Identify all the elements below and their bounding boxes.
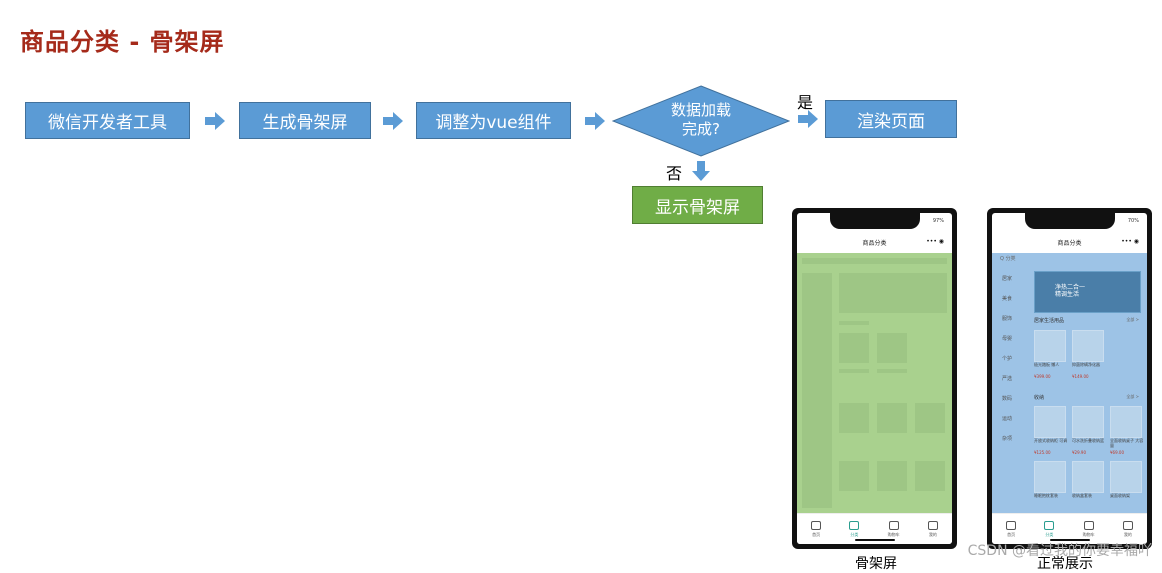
phone-normal: 70% 商品分类 ••• ◉ Q 分类 居家 美食 服饰 母婴 个护 严选 数码… [987,208,1152,549]
skeleton-overlay [797,253,952,514]
sidebar-item[interactable]: 数码 [1002,396,1013,402]
tab-mine[interactable]: 我的 [1122,520,1133,538]
battery-status: 70% [1127,218,1139,224]
watermark: CSDN @看过我的你要幸福吖 [967,543,1152,559]
step-vue-component: 调整为vue组件 [416,102,571,139]
sidebar-item[interactable]: 严选 [1002,376,1013,382]
product-image[interactable] [1110,461,1142,493]
product-name: 开放式收纳柜 可调 [1034,438,1068,443]
arrow-right-icon [383,112,403,130]
decision-diamond [612,85,790,157]
home-indicator [1049,539,1090,541]
section-title: 收纳 [1034,395,1045,401]
product-image[interactable] [1072,461,1104,493]
search-bar[interactable]: Q 分类 [1000,256,1016,262]
section-more-link[interactable]: 全部 > [1126,317,1139,322]
sidebar-item[interactable]: 母婴 [1002,336,1013,342]
product-name: 全面收纳桌子 大容量 [1110,438,1144,448]
step-render-page: 渲染页面 [825,100,957,138]
step-render-page-label: 渲染页面 [857,111,925,132]
phone-skeleton: 97% 商品分类 ••• ◉ 首页 分类 购物车 我的 [792,208,957,549]
step-wechat-devtools-label: 微信开发者工具 [48,113,167,133]
product-price: ¥399.00 [1034,374,1051,379]
product-image[interactable] [1034,406,1066,438]
product-price: ¥29.90 [1072,450,1086,455]
decision-line2: 完成? [682,120,720,138]
product-price: ¥125.00 [1034,450,1051,455]
product-price: ¥149.00 [1072,374,1089,379]
banner-text: 净热二合一精调生活 [1055,284,1086,298]
nav-title: 商品分类 [862,239,887,247]
tab-bar: 首页 分类 购物车 我的 [992,513,1147,544]
cart-icon [1083,520,1094,530]
section-title: 居家生活用品 [1034,318,1065,324]
no-label: 否 [666,164,683,183]
cart-icon [888,520,899,530]
phone-skeleton-screen: 97% 商品分类 ••• ◉ 首页 分类 购物车 我的 [797,213,952,544]
phone-normal-screen: 70% 商品分类 ••• ◉ Q 分类 居家 美食 服饰 母婴 个护 严选 数码… [992,213,1147,544]
tab-bar: 首页 分类 购物车 我的 [797,513,952,544]
tab-mine[interactable]: 我的 [927,520,938,538]
section-more-link[interactable]: 全部 > [1126,394,1139,399]
sidebar-item[interactable]: 运动 [1002,416,1013,422]
step-vue-component-label: 调整为vue组件 [435,113,552,133]
tab-category[interactable]: 分类 [1044,520,1055,538]
step-generate-skeleton-label: 生成骨架屏 [262,113,348,133]
banner-image[interactable]: 净热二合一精调生活 [1034,271,1141,313]
tab-home[interactable]: 首页 [1006,520,1017,538]
product-name: 可水洗折叠收纳篮 [1072,438,1104,443]
product-name: 桌面收纳架 [1110,493,1130,498]
home-icon [811,520,822,530]
step-wechat-devtools: 微信开发者工具 [25,102,190,139]
product-image[interactable] [1034,461,1066,493]
user-icon [927,520,938,530]
battery-status: 97% [932,218,944,224]
product-name: 极光踏板 懒人 [1034,362,1060,367]
product-name: 睡眠抱枕套装 [1034,493,1058,498]
nav-title: 商品分类 [1057,239,1082,247]
more-icon[interactable]: ••• ◉ [926,238,944,245]
normal-caption: 正常展示 [1037,556,1093,572]
product-image[interactable] [1072,406,1104,438]
skeleton-caption: 骨架屏 [855,556,897,572]
sidebar-item[interactable]: 个护 [1002,356,1013,362]
product-image[interactable] [1034,330,1066,362]
category-icon [849,520,860,530]
phone-notch [829,213,920,229]
sidebar-item[interactable]: 居家 [1002,276,1013,282]
step-show-skeleton-label: 显示骨架屏 [655,197,740,218]
product-name: 抑菌除螨净化器 [1072,362,1100,367]
arrow-right-icon [585,112,605,130]
arrow-down-icon [692,161,710,181]
tab-cart[interactable]: 购物车 [888,520,900,538]
tab-home[interactable]: 首页 [811,520,822,538]
arrow-right-icon [205,112,225,130]
decision-text: 数据加载 完成? [612,101,790,139]
product-name: 收纳盒套装 [1072,493,1092,498]
product-image[interactable] [1110,406,1142,438]
yes-label: 是 [797,93,814,112]
home-icon [1006,520,1017,530]
user-icon [1122,520,1133,530]
step-generate-skeleton: 生成骨架屏 [239,102,371,139]
page-title: 商品分类 - 骨架屏 [20,28,225,56]
more-icon[interactable]: ••• ◉ [1121,238,1139,245]
home-indicator [854,539,895,541]
product-price: ¥69.00 [1110,450,1124,455]
phone-notch [1024,213,1115,229]
tab-cart[interactable]: 购物车 [1083,520,1095,538]
category-icon [1044,520,1055,530]
tab-category[interactable]: 分类 [849,520,860,538]
sidebar-item[interactable]: 杂项 [1002,436,1013,442]
product-image[interactable] [1072,330,1104,362]
decision-line1: 数据加载 [670,101,731,119]
content-overlay: Q 分类 居家 美食 服饰 母婴 个护 严选 数码 运动 杂项 净热二合一精调生… [992,253,1147,514]
sidebar-item[interactable]: 服饰 [1002,316,1013,322]
sidebar-item[interactable]: 美食 [1002,296,1013,302]
step-show-skeleton: 显示骨架屏 [632,186,763,224]
arrow-right-icon [798,110,818,128]
